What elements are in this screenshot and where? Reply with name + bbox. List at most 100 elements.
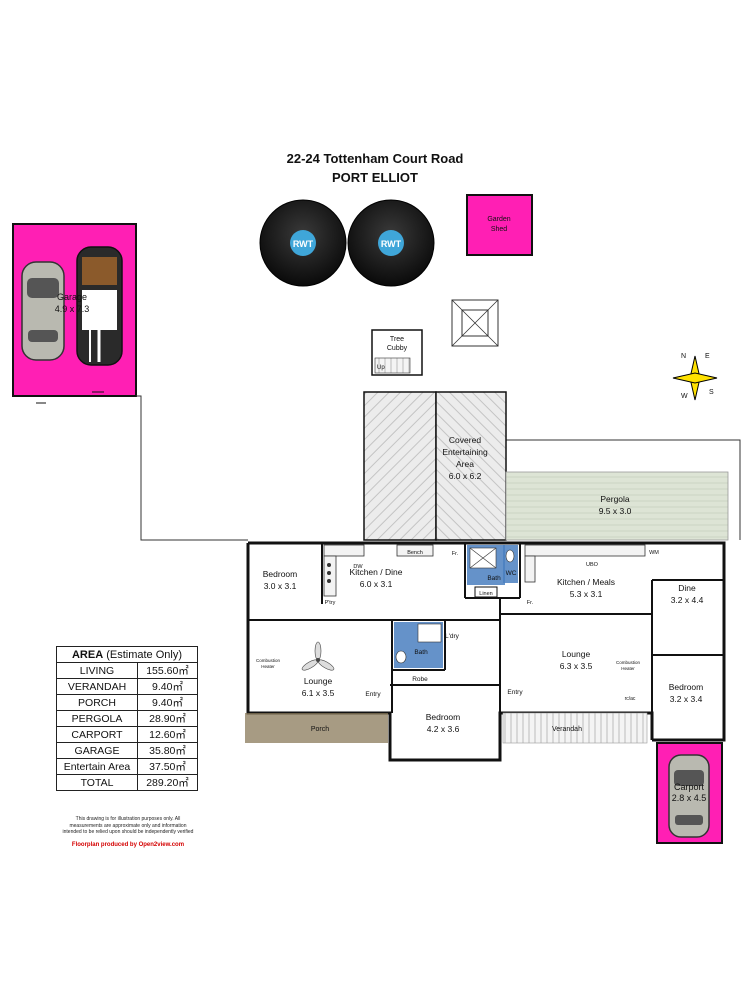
wm-label: WM — [649, 550, 659, 556]
pergola — [505, 471, 729, 541]
heater-2-label: Combustion — [616, 660, 641, 665]
bedroom-nw-dims: 3.0 x 3.1 — [264, 581, 297, 591]
covered-area-label-2: Entertaining — [442, 447, 488, 457]
tree-cubby-up: Up — [377, 365, 385, 371]
disclaimer: This drawing is for illustration purpose… — [62, 816, 194, 835]
carport-label: Carport — [674, 782, 705, 792]
garage-dims: 4.9 x 7.3 — [55, 304, 90, 314]
carport-car-icon — [668, 754, 710, 838]
covered-area-label-3: Area — [456, 459, 474, 469]
pantry-label: P'try — [325, 600, 336, 606]
rwt-tank-1: RWT — [259, 199, 347, 287]
lounge-e-label: Lounge — [562, 649, 591, 659]
covered-entertaining-area — [363, 391, 437, 541]
svg-text:W: W — [681, 393, 688, 400]
svg-text:RWT: RWT — [293, 239, 314, 249]
garage-car-icon — [21, 261, 65, 361]
kitchen-dine-label: Kitchen / Dine — [350, 567, 403, 577]
garden-shed-label-2: Shed — [491, 226, 507, 233]
toilet-icon-2 — [395, 650, 407, 664]
rwt-tank-2: RWT — [347, 199, 435, 287]
rcac-label: rc/ac — [625, 696, 636, 702]
covered-entertaining-area-2 — [435, 391, 507, 541]
kitchen-bench-side — [323, 555, 337, 597]
ubo-label: UBO — [586, 562, 599, 568]
heater-1-label: Combustion — [256, 658, 281, 663]
laundry-label: L'dry — [445, 633, 460, 640]
heater-1-label-2: Heater — [261, 664, 275, 669]
bedroom-s-label: Bedroom — [426, 712, 461, 722]
dishwasher-label: DW — [353, 564, 363, 570]
area-table-header: AREA (Estimate Only) — [56, 646, 198, 663]
kitchen-dine-dims: 6.0 x 3.1 — [360, 579, 393, 589]
porch — [245, 713, 388, 743]
bench-label: Bench — [407, 550, 423, 556]
bath-1-label: Bath — [487, 575, 501, 582]
fridge-1-label: Fr. — [452, 551, 459, 557]
credit-link[interactable]: Floorplan produced by Open2view.com — [71, 842, 185, 848]
dine-label: Dine — [678, 583, 696, 593]
porch-label: Porch — [311, 726, 329, 733]
shower-icon-2 — [417, 623, 442, 643]
ceiling-fan-icon — [301, 641, 335, 671]
bench-west — [396, 544, 434, 557]
bedroom-e-dims: 3.2 x 3.4 — [670, 694, 703, 704]
fence-line-east — [505, 439, 741, 540]
heater-2-label-2: Heater — [621, 666, 635, 671]
pergola-label: Pergola — [600, 494, 630, 504]
tree-cubby-label: Tree — [390, 336, 404, 343]
bedroom-nw-label: Bedroom — [263, 569, 298, 579]
verandah — [502, 712, 648, 744]
garage-boat-icon — [76, 246, 123, 366]
kitchen-meals-dims: 5.3 x 3.1 — [570, 589, 603, 599]
interior-walls — [248, 543, 724, 713]
kitchen-meals-label: Kitchen / Meals — [557, 577, 615, 587]
garage-label: Garage — [57, 292, 87, 302]
locality-title: PORT ELLIOT — [332, 170, 418, 185]
garden-shed-label: Garden — [487, 216, 510, 223]
area-table-title-rest: (Estimate Only) — [103, 648, 183, 661]
kitchen-bench-east — [524, 544, 646, 557]
verandah-label: Verandah — [552, 726, 582, 733]
svg-text:RWT: RWT — [381, 239, 402, 249]
svg-text:N: N — [681, 353, 686, 360]
fridge-2-label: Fr. — [527, 600, 534, 606]
kitchen-bench-west — [323, 544, 365, 557]
svg-text:S: S — [709, 389, 714, 396]
garden-shed — [466, 194, 533, 256]
carport-dims: 2.8 x 4.5 — [672, 793, 707, 803]
linen-cupboard — [474, 586, 498, 598]
fence-line — [136, 395, 248, 541]
tree-cubby-stairs — [374, 357, 411, 374]
pergola-dims: 9.5 x 3.0 — [599, 506, 632, 516]
lounge-e-dims: 6.3 x 3.5 — [560, 661, 593, 671]
gazebo-icon — [451, 299, 499, 347]
tree-cubby-label-2: Cubby — [387, 345, 408, 352]
covered-area-label-1: Covered — [449, 435, 481, 445]
bedroom-s-dims: 4.2 x 3.6 — [427, 724, 460, 734]
svg-text:E: E — [705, 353, 710, 360]
linen-label: Linen — [479, 591, 492, 597]
robe-label: Robe — [412, 676, 428, 683]
address-title: 22-24 Tottenham Court Road — [286, 151, 464, 166]
dine-dims: 3.2 x 4.4 — [671, 595, 704, 605]
bedroom-e-label: Bedroom — [669, 682, 704, 692]
compass-icon: N E S W — [672, 353, 718, 401]
kitchen-island — [524, 555, 536, 583]
bath-2-label: Bath — [414, 649, 428, 656]
wc-label: WC — [506, 570, 517, 577]
entry-1-label: Entry — [365, 691, 381, 698]
entry-2-label: Entry — [507, 689, 523, 696]
area-table-title-bold: AREA — [71, 648, 104, 661]
toilet-icon — [505, 549, 515, 563]
